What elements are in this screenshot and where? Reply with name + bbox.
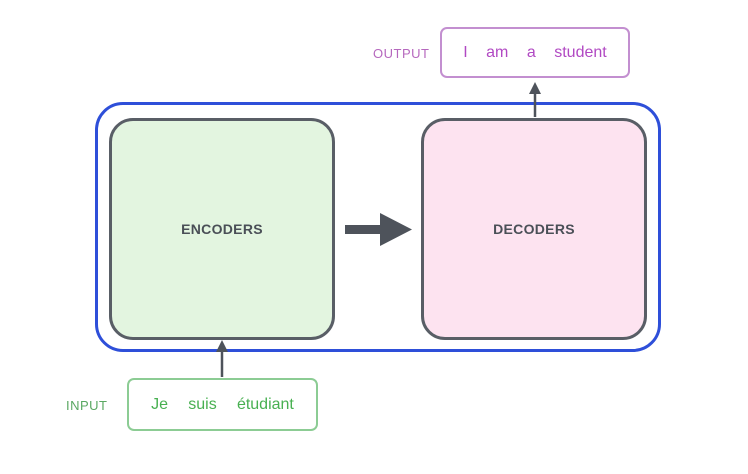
input-token: suis: [188, 395, 217, 413]
output-token: I: [463, 43, 468, 61]
decoders-label: DECODERS: [493, 221, 575, 237]
input-label: INPUT: [66, 398, 108, 413]
output-tokens-box: I am a student: [440, 27, 630, 78]
input-token: Je: [151, 395, 169, 413]
output-label: OUTPUT: [373, 46, 430, 61]
encoders-label: ENCODERS: [181, 221, 263, 237]
transformer-container: [95, 102, 661, 352]
input-token: étudiant: [236, 395, 294, 413]
output-token: student: [554, 43, 607, 61]
output-token: a: [526, 43, 536, 61]
input-tokens-box: Je suis étudiant: [127, 378, 318, 431]
output-token: am: [486, 43, 509, 61]
decoders-block: DECODERS: [421, 118, 647, 340]
encoders-block: ENCODERS: [109, 118, 335, 340]
